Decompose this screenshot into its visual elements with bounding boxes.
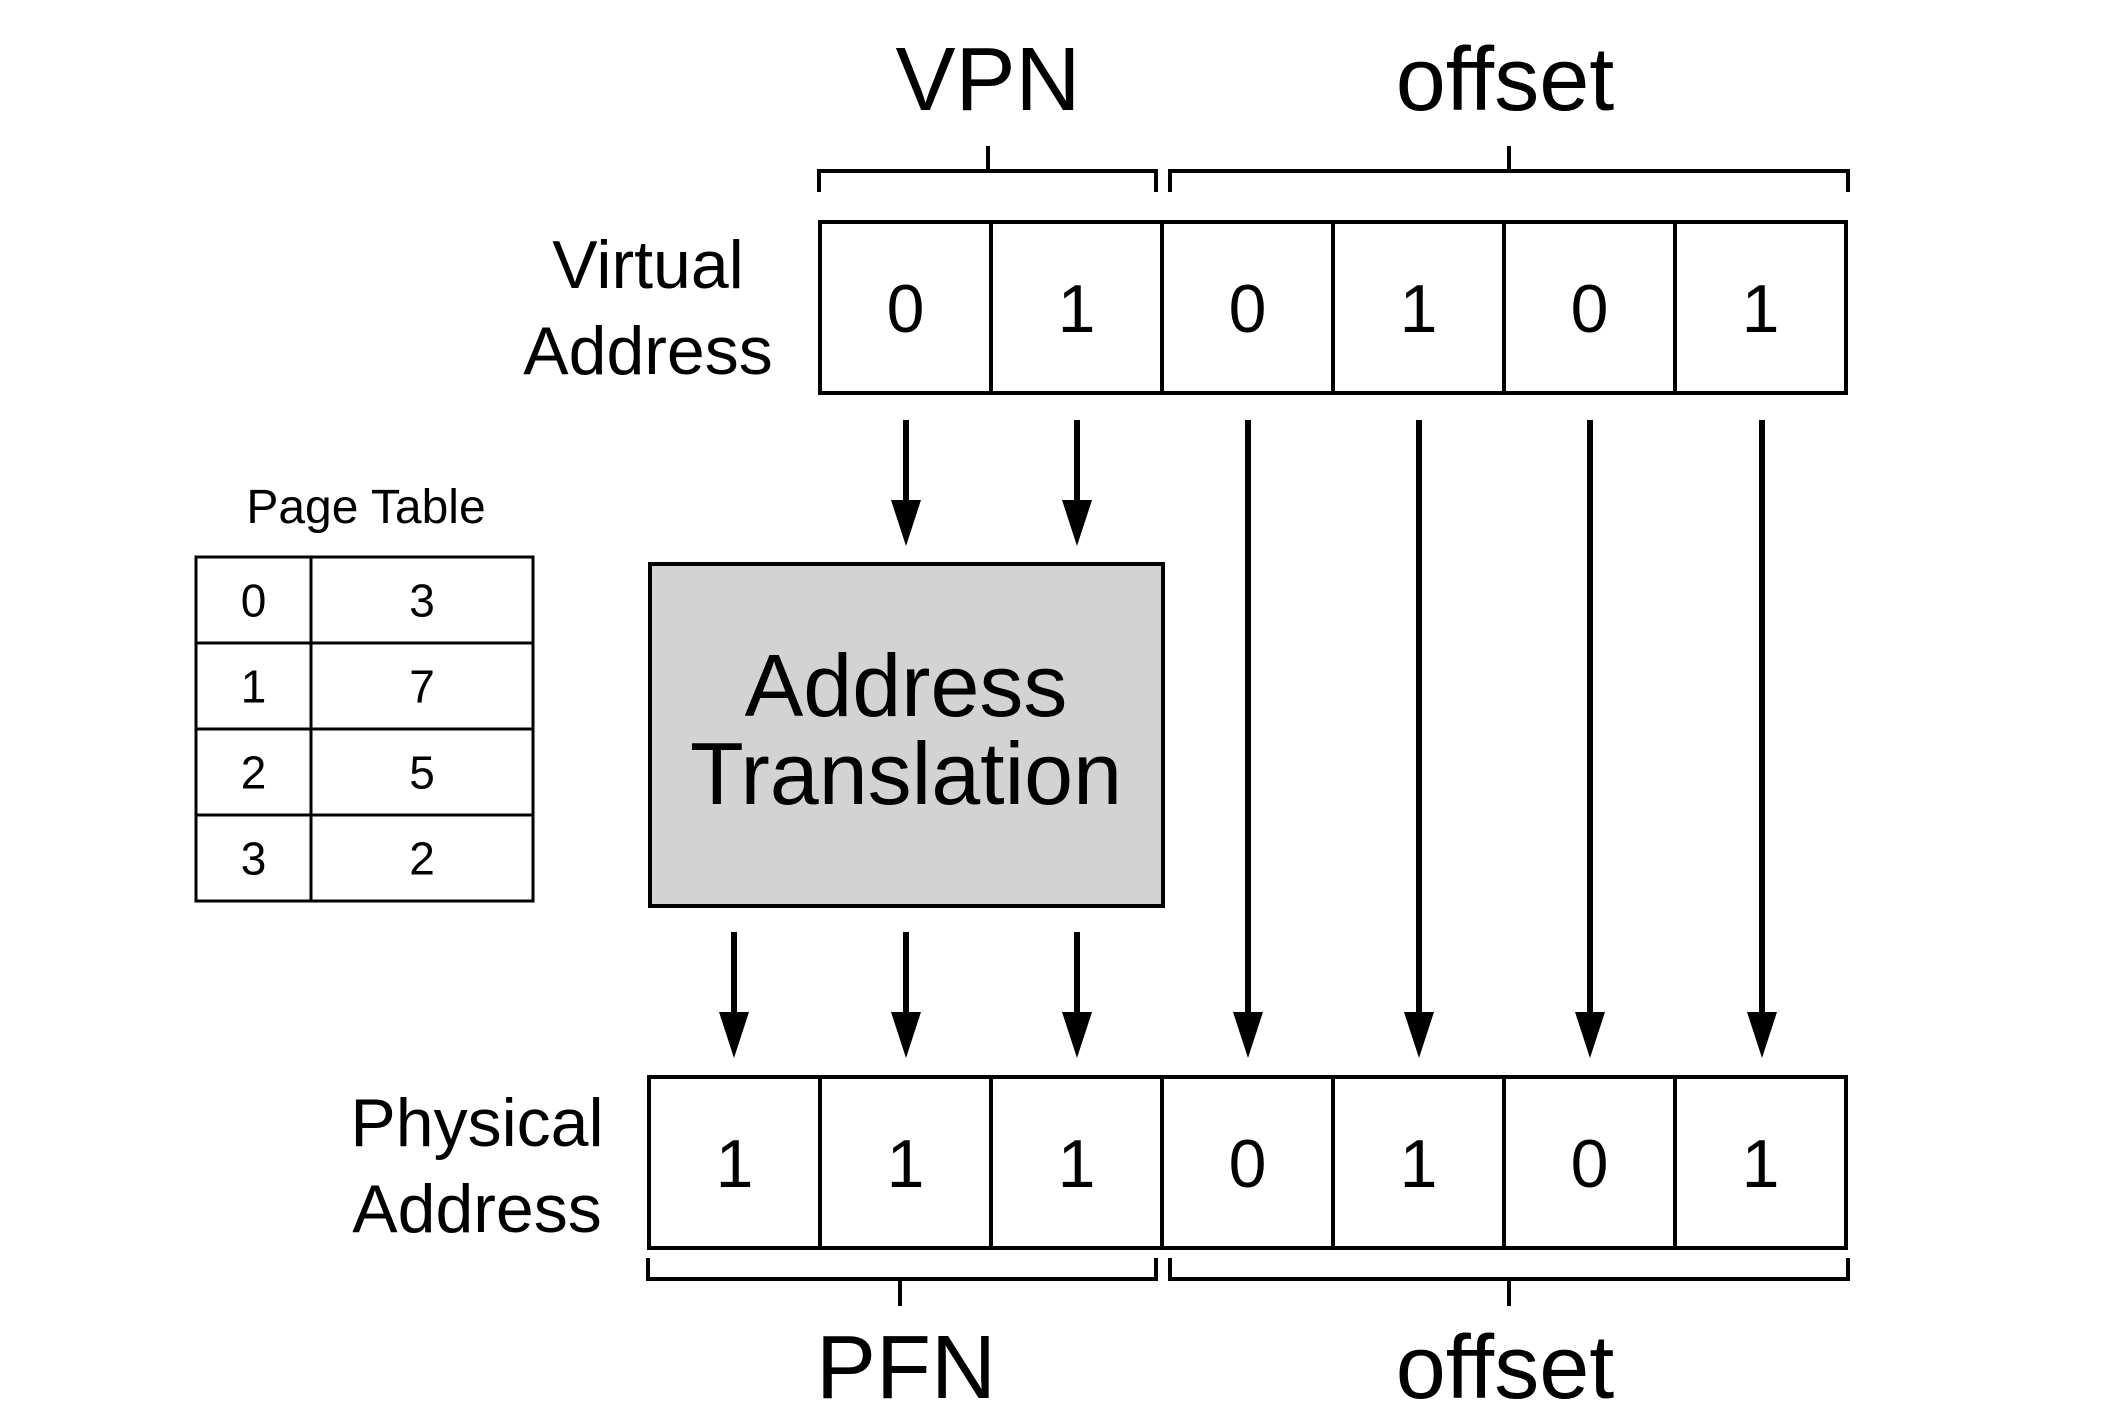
physical-bit-cell: 0 — [1160, 1075, 1335, 1250]
address-translation-box: Address Translation — [648, 562, 1165, 908]
vpn-label: VPN — [895, 30, 1080, 130]
physical-bit-cell: 1 — [818, 1075, 993, 1250]
pfn-label: PFN — [816, 1318, 996, 1418]
page-table-pfn: 2 — [409, 833, 435, 885]
physical-bit-cell: 0 — [1502, 1075, 1677, 1250]
physical-bit-cell: 1 — [1673, 1075, 1848, 1250]
physical-address-label-line1: Physical — [350, 1085, 603, 1161]
physical-bit-value: 0 — [1571, 1126, 1609, 1202]
virtual-bit-value: 0 — [1571, 271, 1609, 347]
virtual-address-register: 0 1 0 1 0 1 — [818, 220, 1848, 395]
physical-bit-value: 1 — [1058, 1126, 1096, 1202]
virtual-bit-value: 1 — [1058, 271, 1096, 347]
page-table-pfn: 7 — [409, 661, 435, 713]
offset-top-brace — [1168, 146, 1850, 192]
vpn-bit-arrow — [1062, 420, 1092, 546]
page-table-pfn: 5 — [409, 747, 435, 799]
virtual-bit-cell: 1 — [1673, 220, 1848, 395]
physical-bit-cell: 1 — [647, 1075, 822, 1250]
physical-bit-value: 0 — [1229, 1126, 1267, 1202]
arrows — [719, 420, 1777, 1058]
physical-bit-value: 1 — [887, 1126, 925, 1202]
virtual-bit-value: 1 — [1742, 271, 1780, 347]
virtual-bit-cell: 0 — [1502, 220, 1677, 395]
virtual-address-label-line2: Address — [523, 313, 772, 389]
pfn-brace — [646, 1258, 1158, 1306]
virtual-bit-cell: 0 — [818, 220, 993, 395]
physical-address-label-line2: Address — [352, 1171, 601, 1247]
pfn-bit-arrow — [1062, 932, 1092, 1058]
vpn-bit-arrow — [891, 420, 921, 546]
virtual-bit-value: 1 — [1400, 271, 1438, 347]
physical-address-register: 1 1 1 0 1 0 1 — [647, 1075, 1848, 1250]
pfn-bit-arrow — [719, 932, 749, 1058]
address-translation-label-line2: Translation — [690, 724, 1122, 823]
offset-bit-arrow — [1233, 420, 1263, 1058]
offset-bottom-label: offset — [1396, 1318, 1615, 1418]
offset-bit-arrow — [1575, 420, 1605, 1058]
physical-bit-value: 1 — [1400, 1126, 1438, 1202]
physical-bit-cell: 1 — [1331, 1075, 1506, 1250]
page-table-pfn: 3 — [409, 575, 435, 627]
address-translation-label-line1: Address — [745, 636, 1068, 735]
virtual-bit-value: 0 — [887, 271, 925, 347]
physical-bit-value: 1 — [1742, 1126, 1780, 1202]
pfn-bit-arrow — [891, 932, 921, 1058]
page-table-title: Page Table — [246, 481, 485, 534]
virtual-bit-value: 0 — [1229, 271, 1267, 347]
page-table-vpn: 3 — [241, 833, 267, 885]
physical-bit-value: 1 — [716, 1126, 754, 1202]
virtual-address-label-line1: Virtual — [552, 227, 744, 303]
virtual-bit-cell: 1 — [989, 220, 1164, 395]
virtual-bit-cell: 0 — [1160, 220, 1335, 395]
virtual-bit-cell: 1 — [1331, 220, 1506, 395]
offset-bottom-brace — [1168, 1258, 1850, 1306]
offset-bit-arrow — [1747, 420, 1777, 1058]
page-table-vpn: 1 — [241, 661, 267, 713]
physical-bit-cell: 1 — [989, 1075, 1164, 1250]
offset-top-label: offset — [1396, 30, 1615, 130]
page-table-vpn: 2 — [241, 747, 267, 799]
offset-bit-arrow — [1404, 420, 1434, 1058]
page-table-vpn: 0 — [241, 575, 267, 627]
vpn-brace — [817, 146, 1158, 192]
